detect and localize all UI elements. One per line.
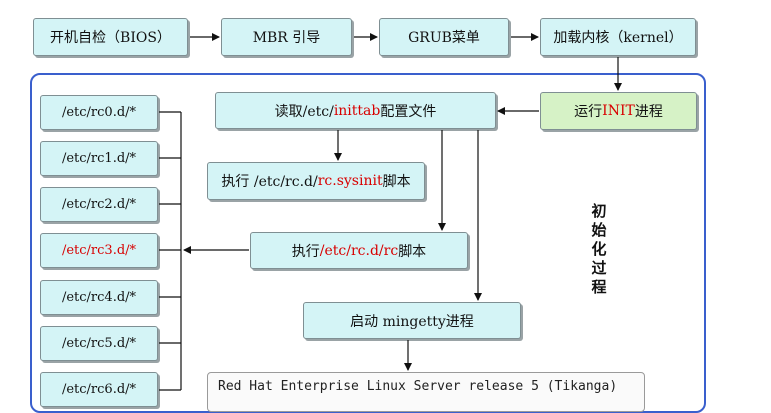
- flow-arrows: [159, 33, 622, 391]
- rc-highlight: /etc/rc.d/rc: [319, 242, 399, 259]
- inittab-prefix: 读取/etc/: [274, 103, 334, 120]
- init-highlight: INIT: [602, 103, 635, 119]
- rc-dir-label: /etc/rc1.d/*: [61, 151, 137, 166]
- mingetty-box: 启动 mingetty进程: [303, 302, 521, 339]
- kernel-label: 加载内核（kernel）: [553, 30, 683, 46]
- grub-box: GRUB菜单: [379, 18, 509, 56]
- rc-suffix: 脚本: [398, 243, 427, 260]
- rc-dir-4: /etc/rc4.d/*: [40, 280, 158, 315]
- inittab-highlight: inittab: [333, 102, 381, 119]
- rc-sysinit-box: 执行 /etc/rc.d/rc.sysinit 脚本: [207, 162, 425, 200]
- rc-dir-0: /etc/rc0.d/*: [40, 95, 158, 130]
- rc-dir-3: /etc/rc3.d/*: [40, 233, 158, 268]
- rc-dir-label: /etc/rc6.d/*: [61, 382, 137, 397]
- mbr-box: MBR 引导: [221, 18, 352, 56]
- mbr-label: MBR 引导: [252, 30, 321, 46]
- init-process-label: 初始化过程: [591, 202, 607, 296]
- bios-label: 开机自检（BIOS）: [50, 30, 171, 46]
- rc-dir-2: /etc/rc2.d/*: [40, 187, 158, 222]
- console-line-1: Red Hat Enterprise Linux Server release …: [218, 379, 618, 394]
- kernel-box: 加载内核（kernel）: [540, 18, 696, 56]
- sysinit-highlight: rc.sysinit: [317, 173, 383, 189]
- inittab-suffix: 配置文件: [380, 103, 437, 120]
- mingetty-label: 启动 mingetty进程: [350, 313, 474, 330]
- bios-box: 开机自检（BIOS）: [33, 18, 188, 56]
- rc-dir-5: /etc/rc5.d/*: [40, 326, 158, 361]
- grub-label: GRUB菜单: [408, 30, 480, 46]
- sysinit-prefix: 执行 /etc/rc.d/: [221, 174, 318, 190]
- rc-dir-label: /etc/rc5.d/*: [61, 336, 137, 351]
- rc-prefix: 执行: [291, 243, 320, 260]
- rc-dir-label: /etc/rc3.d/*: [61, 243, 137, 258]
- sysinit-suffix: 脚本: [382, 174, 411, 190]
- init-prefix: 运行: [574, 104, 603, 120]
- run-init-box: 运行 INIT 进程: [540, 92, 697, 130]
- rc-dir-label: /etc/rc2.d/*: [61, 197, 137, 212]
- rc-dir-label: /etc/rc0.d/*: [61, 105, 137, 120]
- rc-dir-label: /etc/rc4.d/*: [61, 290, 137, 305]
- init-suffix: 进程: [634, 104, 663, 120]
- rc-dir-1: /etc/rc1.d/*: [40, 141, 158, 176]
